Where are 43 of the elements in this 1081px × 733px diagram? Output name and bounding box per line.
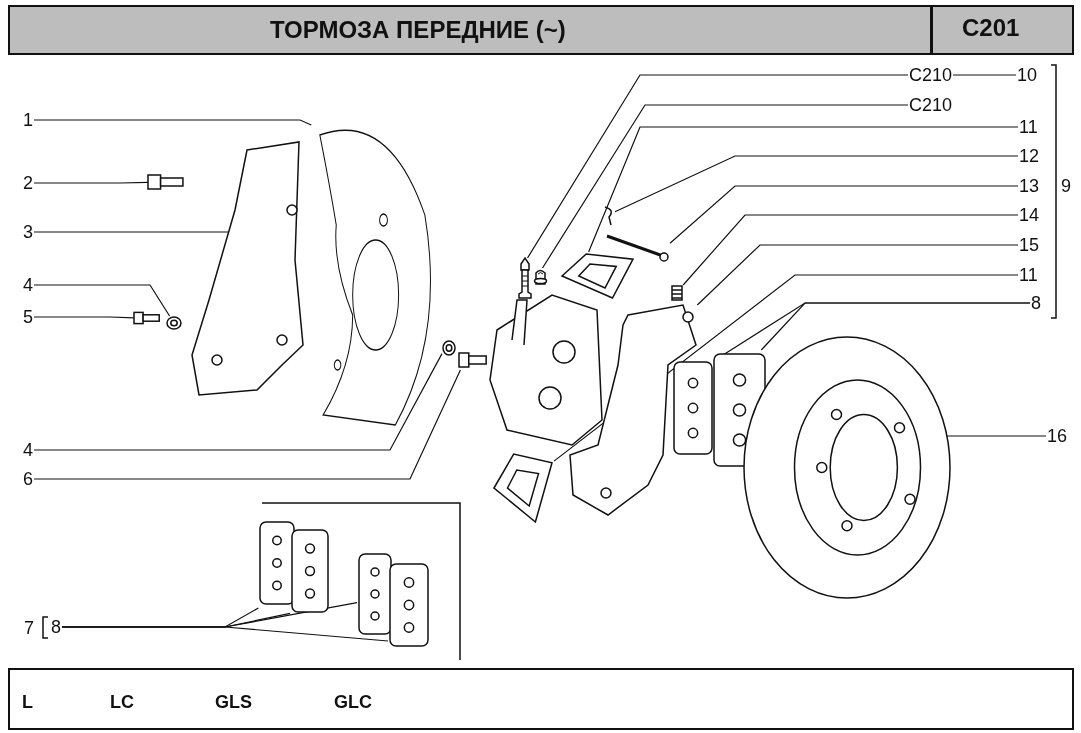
leader-line: [33, 119, 312, 126]
page-title: ТОРМОЗА ПЕРЕДНИЕ (~): [270, 16, 566, 44]
washer-drawing: [442, 340, 456, 356]
dust-cap-drawing: [533, 268, 548, 284]
brake-pad-drawing: [357, 550, 393, 638]
leader-line: [760, 302, 1031, 351]
model-code: GLS: [215, 691, 252, 713]
bleeder-valve-drawing: [518, 258, 532, 298]
leader-line: [682, 214, 1019, 286]
pin-drawing: [605, 232, 670, 262]
leader-line: [669, 185, 1019, 244]
brake-pad-drawing: [388, 560, 430, 650]
model-code: GLC: [334, 691, 372, 713]
gasket-drawing: [560, 252, 635, 300]
brake-pad-drawing: [672, 358, 714, 458]
washer-drawing: [166, 316, 182, 330]
leader-line: [952, 74, 1017, 76]
spring-drawing: [670, 285, 684, 301]
leader-line: [526, 74, 909, 259]
sheet-code: C201: [962, 14, 1020, 42]
leader-line: [33, 316, 135, 319]
leader-line: [541, 104, 909, 269]
bolt-drawing: [148, 172, 184, 192]
callout-number: 7: [24, 617, 34, 639]
leader-line: [33, 181, 149, 184]
leader-line: [696, 244, 1019, 306]
leader-line: [33, 353, 443, 451]
bolt-drawing: [134, 310, 160, 326]
model-code: LC: [110, 691, 134, 713]
leader-line: [553, 274, 1019, 462]
gasket-drawing: [492, 452, 554, 524]
model-code: L: [22, 691, 33, 713]
clip-drawing: [603, 205, 615, 227]
leader-line: [33, 369, 461, 480]
brake-pad-drawing: [258, 518, 296, 608]
leader-line: [33, 284, 171, 317]
brake-pad-drawing: [290, 526, 330, 616]
leader-line: [588, 126, 1019, 253]
leader-line: [61, 626, 389, 642]
bolt-drawing: [459, 350, 487, 370]
group-number: 9: [1061, 175, 1071, 197]
brake-disc-drawing: [742, 335, 952, 600]
leader-line: [614, 155, 1019, 213]
